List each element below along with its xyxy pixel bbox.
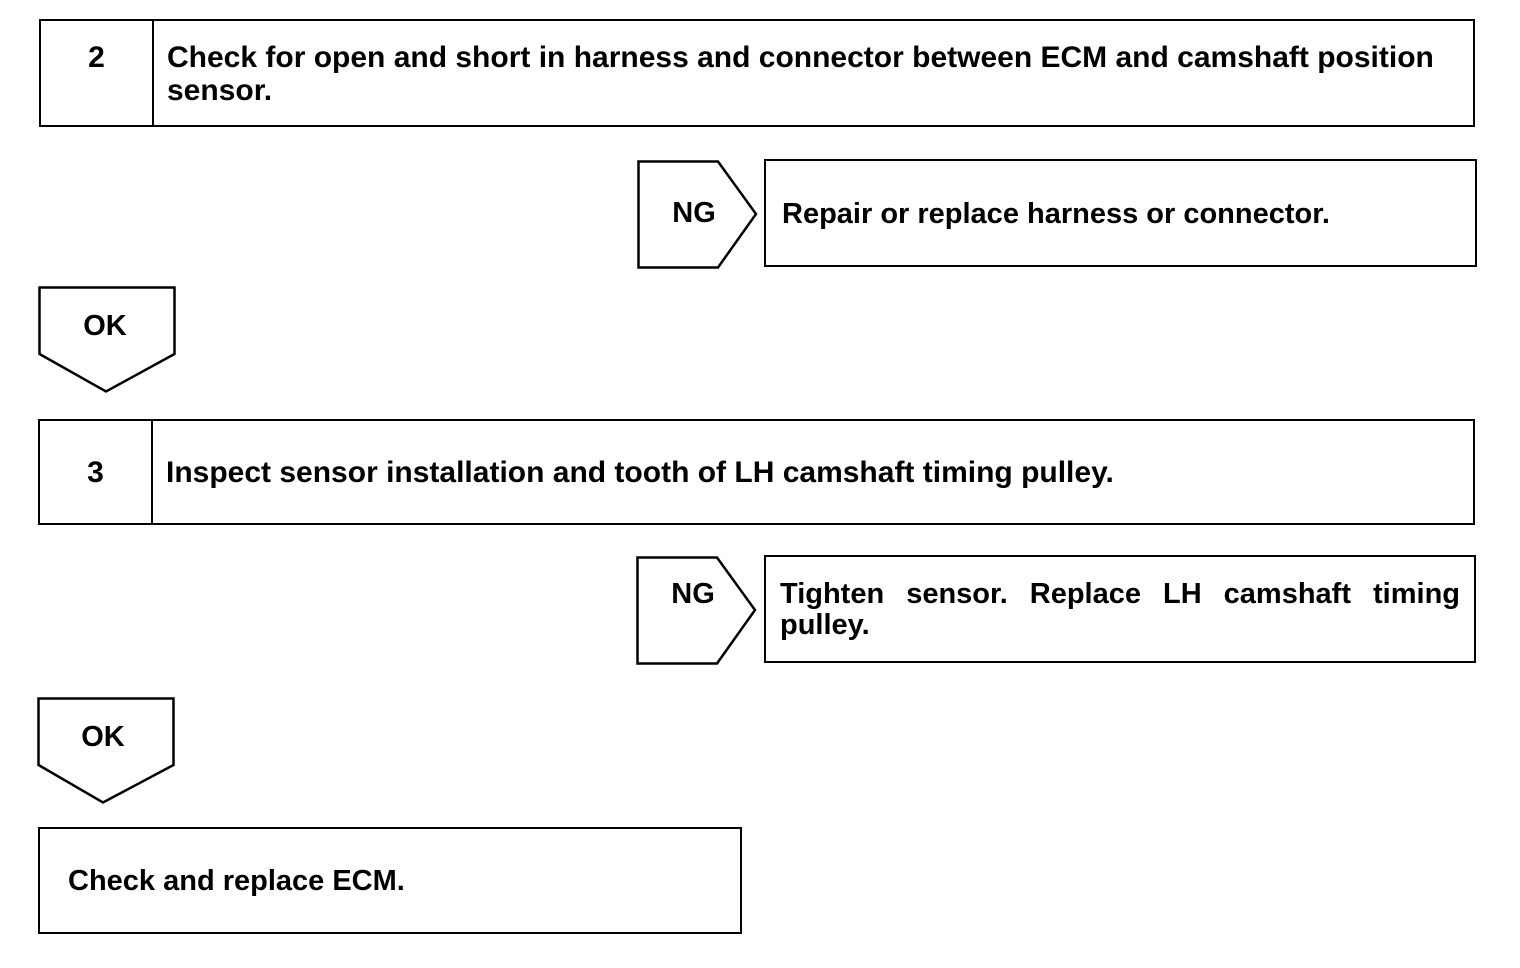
ng-action-box: Repair or replace harness or connector. [764,159,1477,267]
step-description: Inspect sensor installation and tooth of… [166,456,1114,489]
step-2-box: 2 Check for open and short in harness an… [39,19,1475,127]
ng-label: NG [672,197,716,229]
ng-action-text: Repair or replace harness or connector. [782,198,1330,230]
ng-arrow-shape [636,556,757,665]
ok-label: OK [83,310,127,342]
step-number: 3 [40,421,153,523]
ng-action-text: Tighten sensor. Replace LH camshaft timi… [780,578,1460,641]
step-number: 2 [41,21,154,125]
ok-arrow-shape [37,697,175,804]
final-action-box: Check and replace ECM. [38,827,742,934]
step-3-box: 3 Inspect sensor installation and tooth … [38,419,1475,525]
ok-label: OK [81,721,125,753]
ng-label: NG [671,578,715,610]
ok-arrow-shape [38,286,176,393]
ng-action-box: Tighten sensor. Replace LH camshaft timi… [764,555,1476,663]
step-description: Check for open and short in harness and … [167,41,1434,107]
ng-arrow-shape [637,160,758,269]
final-action-text: Check and replace ECM. [68,865,405,897]
